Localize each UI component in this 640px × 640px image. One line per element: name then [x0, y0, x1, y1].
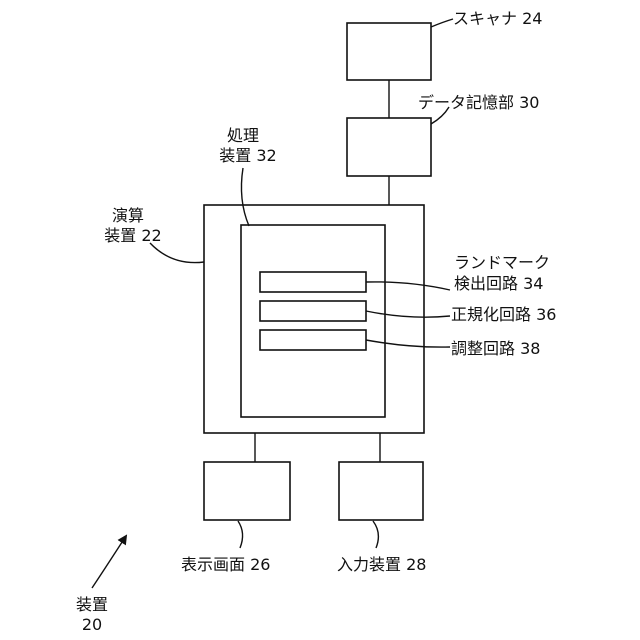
display-leader [238, 521, 243, 548]
normalize-circuit-box [260, 301, 366, 321]
adjust-label: 調整回路 38 [451, 339, 540, 358]
landmark-label-line1: ランドマーク [454, 253, 550, 272]
landmark-circuit-box [260, 272, 366, 292]
processor-label-line1: 処理 [227, 126, 259, 145]
data-storage-box [347, 118, 431, 176]
processor-label-line2: 装置 32 [219, 146, 276, 165]
apparatus-label-line1: 装置 [76, 595, 108, 614]
input-leader [373, 521, 378, 548]
apparatus-arrow [92, 536, 126, 588]
normalize-label: 正規化回路 36 [451, 305, 556, 324]
compute-label-line1: 演算 [112, 206, 144, 225]
scanner-label: スキャナ 24 [453, 9, 542, 28]
display-screen-box [204, 462, 290, 520]
apparatus-label-line2: 20 [82, 615, 102, 634]
input-device-label: 入力装置 28 [337, 555, 426, 574]
scanner-box [347, 23, 431, 80]
landmark-label-line2: 検出回路 34 [454, 274, 543, 293]
compute-leader [150, 243, 204, 263]
compute-label-line2: 装置 22 [104, 226, 161, 245]
data-storage-label: データ記憶部 30 [418, 93, 539, 112]
scanner-leader [431, 19, 453, 27]
input-device-box [339, 462, 423, 520]
adjust-circuit-box [260, 330, 366, 350]
display-label: 表示画面 26 [181, 555, 270, 574]
